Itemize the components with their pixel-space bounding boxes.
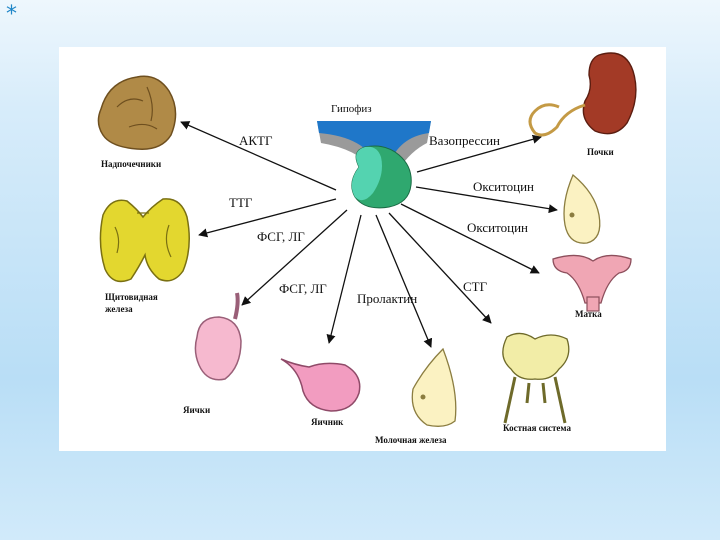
arrow-to-kidney	[416, 134, 542, 173]
ovary-image	[280, 358, 361, 412]
hormone-diagram	[97, 52, 637, 427]
arrow-to-testes	[241, 209, 348, 306]
hormone-label-oxytocin-1: Окситоцин	[473, 179, 534, 194]
hormone-label-fsh-lh-2: ФСГ, ЛГ	[279, 281, 327, 296]
hormone-label-gh: СТГ	[463, 279, 488, 294]
pituitary-label: Гипофиз	[331, 103, 372, 115]
organ-label-mammary: Молочная железа	[375, 435, 447, 445]
adrenal-glands-image	[97, 75, 177, 150]
corner-asterisk: *	[6, 2, 17, 27]
uterus-image	[552, 254, 632, 312]
arrow-to-adrenals	[180, 121, 337, 191]
organ-label-bones: Костная система	[503, 423, 571, 433]
organ-label-thyroid: Щитовидная железа	[105, 292, 158, 314]
arrow-to-ovary	[326, 214, 362, 344]
mammary-gland-image	[411, 347, 457, 427]
breast-image	[563, 173, 601, 244]
kidney-image	[528, 52, 637, 137]
arrow-to-mammary	[375, 214, 433, 348]
organ-label-testes: Яички	[183, 405, 211, 415]
organ-label-ovary: Яичник	[311, 417, 344, 427]
organ-label-uterus: Матка	[575, 309, 602, 319]
hormone-label-vasopressin: Вазопрессин	[429, 133, 501, 148]
pituitary-gland	[317, 121, 431, 209]
arrow-to-bones	[388, 212, 492, 324]
hormone-label-prolactin: Пролактин	[357, 291, 418, 306]
arrow-to-thyroid	[198, 198, 337, 238]
hormone-label-acth: АКТГ	[239, 133, 273, 148]
bone-system-image	[502, 332, 570, 424]
organ-label-kidney: Почки	[587, 147, 614, 157]
hormone-label-oxytocin-2: Окситоцин	[467, 220, 528, 235]
testes-image	[194, 292, 242, 381]
hormone-label-tsh: ТТГ	[229, 195, 253, 210]
organ-label-adrenals: Надпочечники	[101, 159, 162, 169]
arrow-to-breast	[415, 186, 558, 214]
hormone-label-fsh-lh-1: ФСГ, ЛГ	[257, 229, 305, 244]
arrow-to-uterus	[400, 203, 540, 274]
thyroid-image	[99, 198, 190, 283]
diagram-slide: Гипофиз АКТГ ТТГ ФСГ, ЛГ ФСГ, ЛГ Пролакт…	[59, 47, 666, 451]
